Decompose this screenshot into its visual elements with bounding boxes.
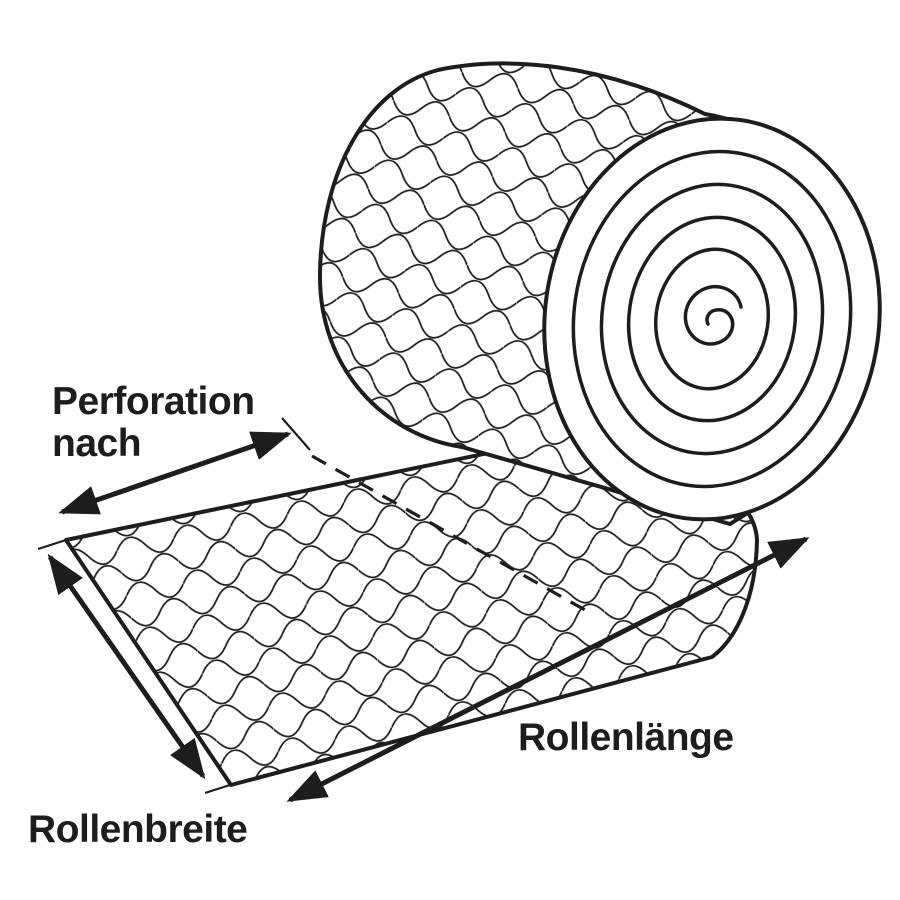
spiral-ring-2 bbox=[599, 182, 825, 456]
spiral-ring-3 bbox=[626, 215, 798, 423]
dimension-arrow-perforation bbox=[58, 431, 292, 515]
label-perforation-line1: Perforation bbox=[52, 380, 255, 423]
roll-end-face bbox=[542, 116, 882, 522]
label-roll-length: Rollenlänge bbox=[518, 716, 734, 759]
label-roll-width: Rollenbreite bbox=[28, 808, 247, 851]
label-perforation-line2: nach bbox=[52, 422, 141, 465]
spiral-center bbox=[683, 284, 743, 346]
spiral-ring-1 bbox=[571, 149, 853, 489]
dimension-ticks bbox=[37, 417, 311, 795]
dimension-arrow-roll-length bbox=[286, 536, 810, 803]
tick-width-bottom bbox=[204, 782, 234, 795]
tick-perforation-end bbox=[281, 417, 311, 451]
dimension-arrow-roll-width bbox=[47, 553, 206, 780]
end-face-outline bbox=[542, 116, 882, 522]
tick-width-top bbox=[37, 538, 67, 551]
labels: Perforation nach Rollenbreite Rollenläng… bbox=[28, 380, 734, 851]
spiral-ring-4 bbox=[653, 247, 771, 391]
dimension-arrows bbox=[47, 431, 810, 803]
